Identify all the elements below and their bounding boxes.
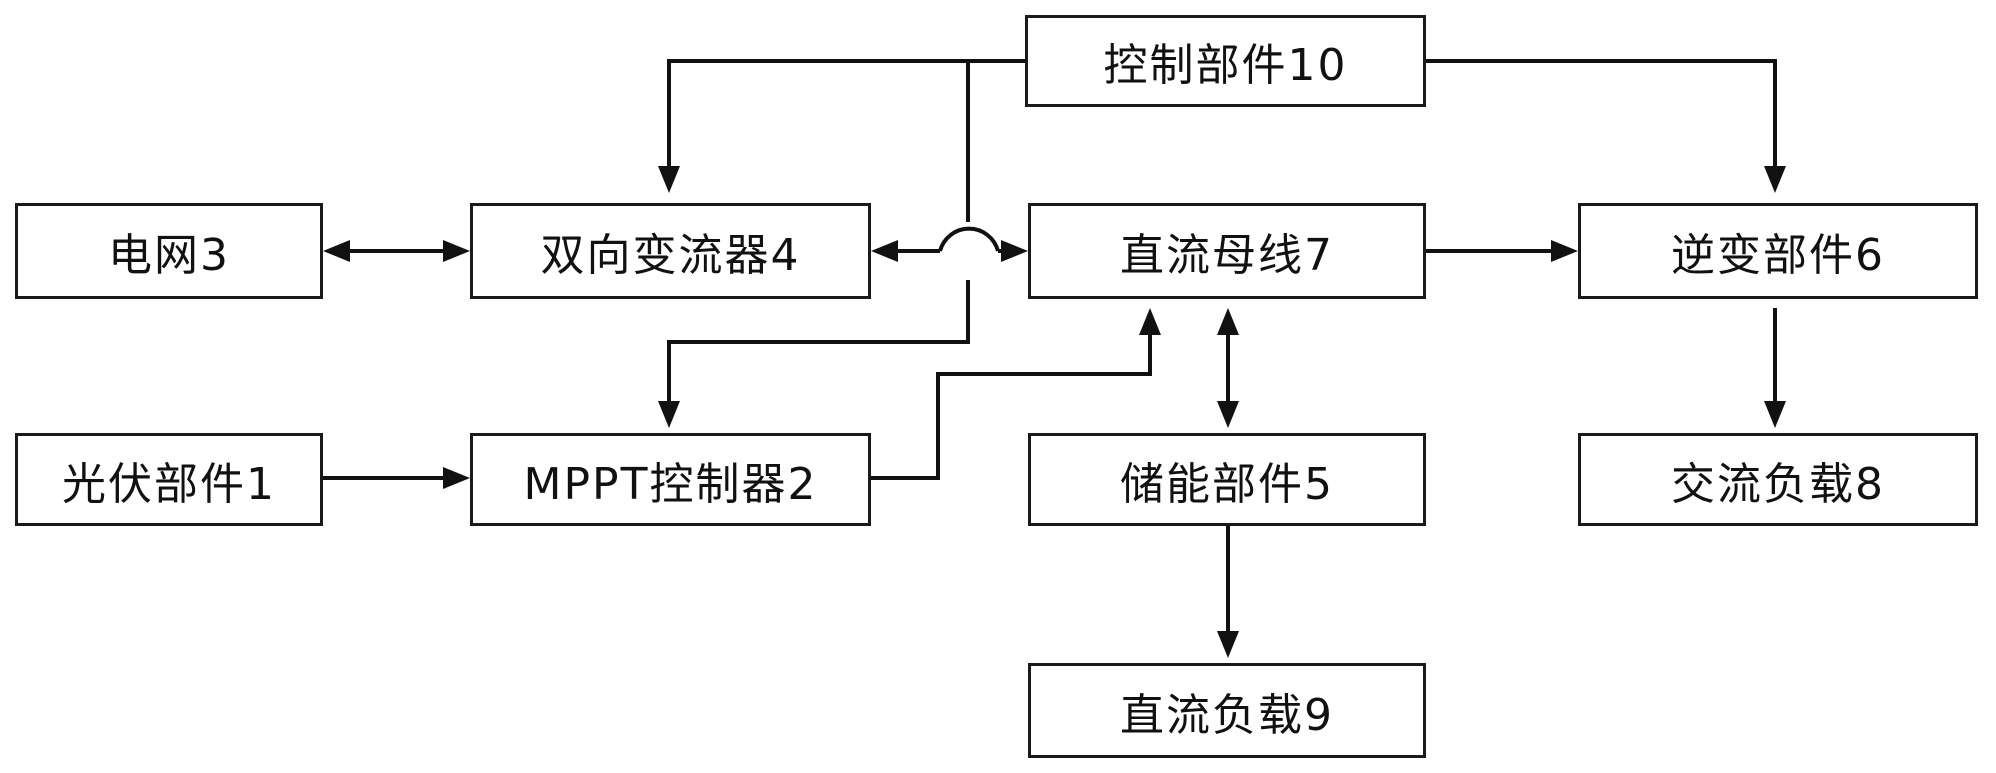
grid-block-label: 电网3: [108, 219, 230, 283]
grid-block: 电网3: [15, 203, 323, 299]
bidirectional-converter-block: 双向变流器4: [470, 203, 871, 299]
connector-grid-converter: [323, 240, 470, 262]
connector-converter-dcbus: [871, 229, 1028, 262]
dc-load-block: 直流负载9: [1028, 663, 1426, 758]
dc-bus-block: 直流母线7: [1028, 203, 1426, 299]
connector-dcbus-storage: [1217, 308, 1239, 428]
mppt-controller-label: MPPT控制器2: [524, 448, 818, 512]
storage-label: 储能部件5: [1120, 448, 1334, 512]
mppt-controller-block: MPPT控制器2: [470, 433, 871, 526]
inverter-block: 逆变部件6: [1578, 203, 1978, 299]
storage-block: 储能部件5: [1028, 433, 1426, 526]
connector-pv-to-mppt: [323, 467, 470, 489]
connector-control-to-inverter: [1426, 61, 1786, 193]
connector-inverter-to-acload: [1764, 308, 1786, 428]
pv-block: 光伏部件1: [15, 433, 323, 526]
connector-storage-to-dcload: [1217, 526, 1239, 658]
ac-load-label: 交流负载8: [1671, 448, 1885, 512]
dc-load-label: 直流负载9: [1120, 679, 1334, 743]
inverter-label: 逆变部件6: [1671, 219, 1885, 283]
pv-block-label: 光伏部件1: [62, 448, 276, 512]
control-block-label: 控制部件10: [1104, 29, 1348, 93]
dc-bus-label: 直流母线7: [1120, 219, 1334, 283]
connector-dcbus-to-inverter: [1426, 240, 1578, 262]
bidirectional-converter-label: 双向变流器4: [541, 219, 801, 283]
ac-load-block: 交流负载8: [1578, 433, 1978, 526]
control-block: 控制部件10: [1025, 15, 1426, 107]
